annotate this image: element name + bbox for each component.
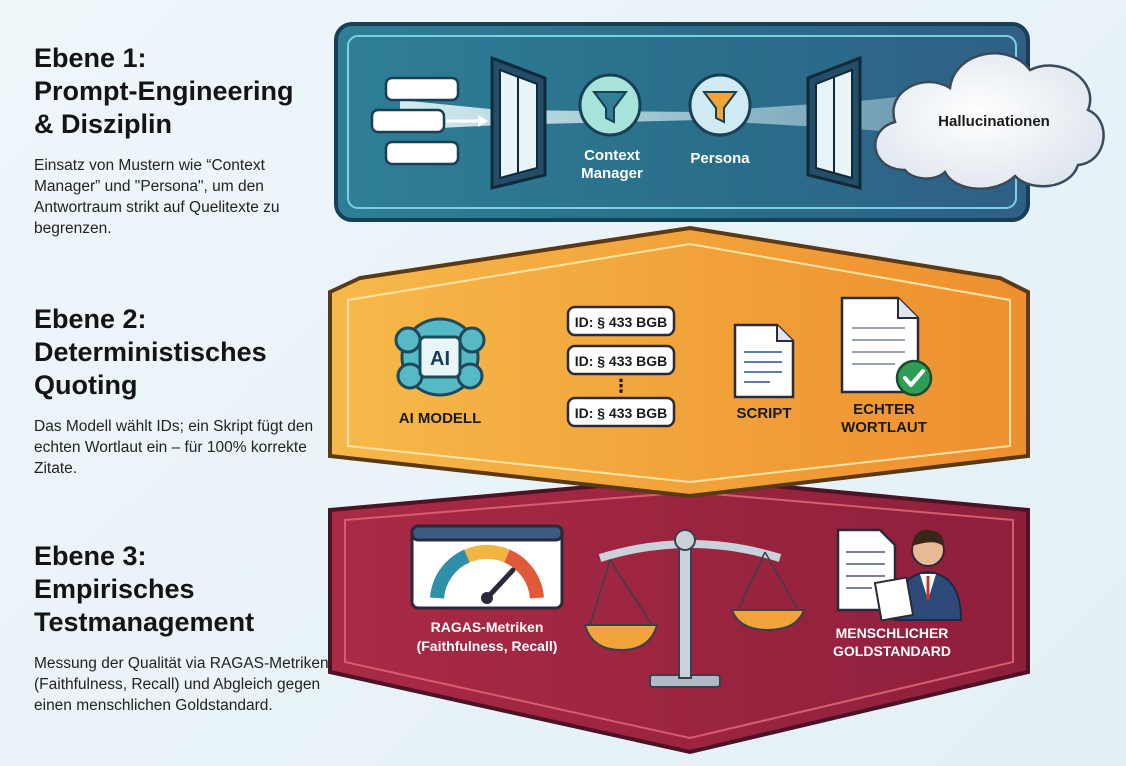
level-3-heading-line: Empirisches [34,574,195,604]
ai-model-label: AI MODELL [399,410,482,427]
ragas-label-line: (Faithfulness, Recall) [417,638,558,654]
level-1-heading-line: Prompt-Engineering [34,76,294,106]
level-1-heading-line: & Disziplin [34,109,173,139]
script-label: SCRIPT [736,405,791,422]
gate-left-icon [490,55,547,190]
level-2-description: Das Modell wählt IDs; ein Skript fügt de… [34,418,314,477]
context-manager-label-line: Manager [581,165,643,182]
id-tag-text: ID: § 433 BGB [575,314,668,330]
level-2-text: Ebene 2: Deterministisches Quoting Das M… [34,303,334,479]
id-tag-text: ID: § 433 BGB [575,353,668,369]
level-2-heading-line: Deterministisches [34,337,267,367]
balance-scale-icon [583,529,806,688]
level-1-description: Einsatz von Mustern wie “Context Manager… [34,157,280,237]
level-3-heading-line: Ebene 3: [34,541,147,571]
prompt-bubbles-icon [370,76,488,166]
gate-right-icon [806,55,862,190]
ragas-label-line: RAGAS-Metriken [431,619,544,635]
hallucination-label: Hallucinationen [938,113,1050,130]
id-tag-ellipsis: ⋮ [612,376,630,396]
checkmark-badge-icon [895,359,933,397]
hallucination-cloud-icon [874,52,1105,190]
level-3-heading: Ebene 3: Empirisches Testmanagement [34,540,334,639]
funnel-persona-icon [688,73,752,137]
level-3-text: Ebene 3: Empirisches Testmanagement Mess… [34,540,334,716]
level-2-heading-line: Ebene 2: [34,304,147,334]
level-3-heading-line: Testmanagement [34,607,255,637]
id-tag [566,344,676,376]
level-2-heading-line: Quoting [34,370,138,400]
ai-chip-icon [394,317,486,397]
id-tag [566,396,676,428]
layer-2-shield [328,225,1030,499]
human-reviewer-icon [836,528,963,622]
gold-label-line: GOLDSTANDARD [833,643,951,659]
level-2-heading: Ebene 2: Deterministisches Quoting [34,303,334,402]
level-1-heading-line: Ebene 1: [34,43,147,73]
persona-label: Persona [690,150,750,167]
wortlaut-label-line: WORTLAUT [841,419,927,436]
id-tag-text: ID: § 433 BGB [575,405,668,421]
level-3-description: Messung der Qualität via RAGAS-Metriken … [34,655,329,714]
wortlaut-label-line: ECHTER [853,401,915,418]
level-1-heading: Ebene 1: Prompt-Engineering & Disziplin [34,42,334,141]
funnel-context-manager-icon [578,73,642,137]
ragas-gauge-icon [410,524,564,610]
ai-chip-text: AI [430,348,450,370]
light-beam [400,90,960,140]
script-document-icon [733,323,795,399]
id-tag [566,305,676,337]
context-manager-label-line: Context [584,147,640,164]
gold-label-line: MENSCHLICHER [836,625,949,641]
level-1-text: Ebene 1: Prompt-Engineering & Disziplin … [34,42,334,239]
